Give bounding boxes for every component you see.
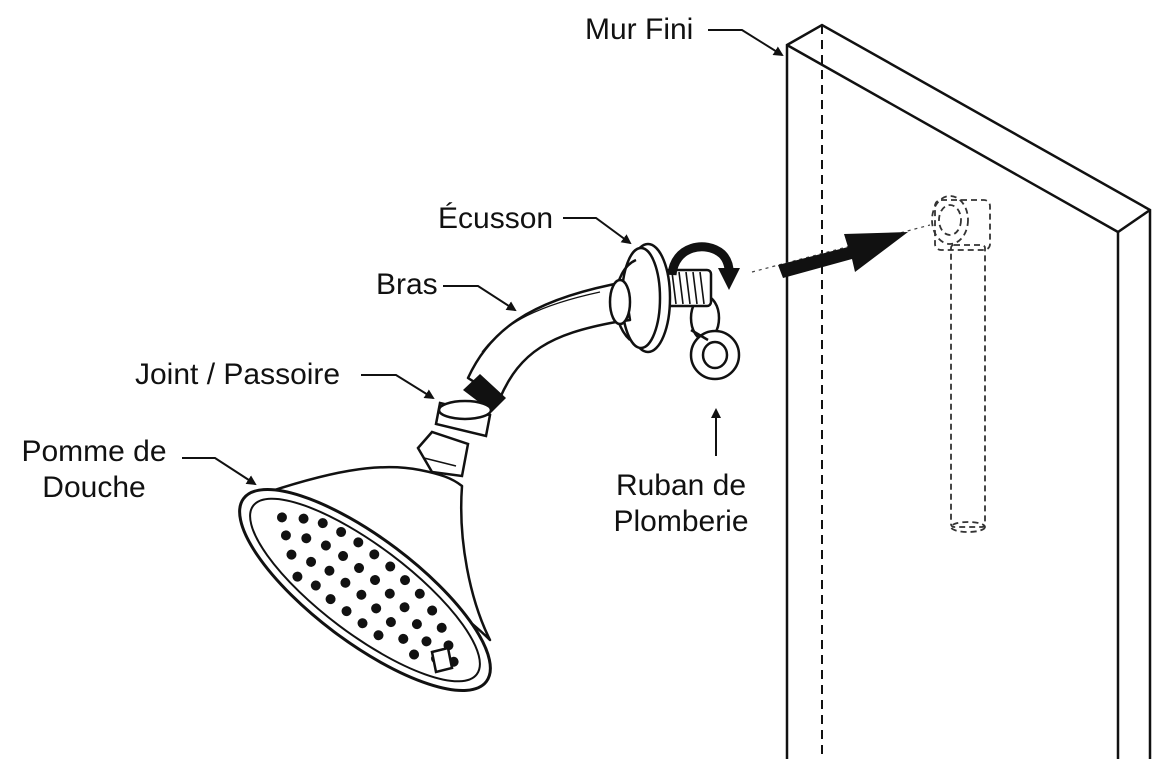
label-escutcheon: Écusson <box>438 202 554 235</box>
supply-pipe <box>931 195 991 533</box>
label-plumbing-tape-line2: Plomberie <box>613 505 749 538</box>
insertion-arrow-icon <box>751 224 931 278</box>
finished-wall <box>785 23 1152 759</box>
arm-thread <box>663 268 713 308</box>
leader-shower-head <box>182 457 257 486</box>
label-arm: Bras <box>376 268 438 301</box>
leader-arm <box>443 285 517 312</box>
label-plumbing-tape-line1: Ruban de <box>615 469 747 502</box>
label-plumbing-tape: Ruban de Plomberie <box>596 468 766 540</box>
shower-arm <box>463 278 632 412</box>
label-shower-head-line1: Pomme de <box>21 435 167 468</box>
plumbing-tape-roll <box>689 294 741 381</box>
label-shower-head-line2: Douche <box>42 471 146 504</box>
escutcheon <box>614 242 672 354</box>
clockwise-rotation-arrow-icon <box>667 242 740 290</box>
label-washer-strainer: Joint / Passoire <box>135 358 341 391</box>
leader-escutcheon <box>563 217 632 245</box>
leader-lines <box>182 29 784 486</box>
label-finished-wall: Mur Fini <box>585 13 694 46</box>
leader-washer <box>361 374 435 400</box>
leader-finished-wall <box>708 29 784 57</box>
washer-strainer <box>434 399 493 438</box>
label-shower-head: Pomme de Douche <box>8 434 180 506</box>
shower-head <box>238 430 492 692</box>
